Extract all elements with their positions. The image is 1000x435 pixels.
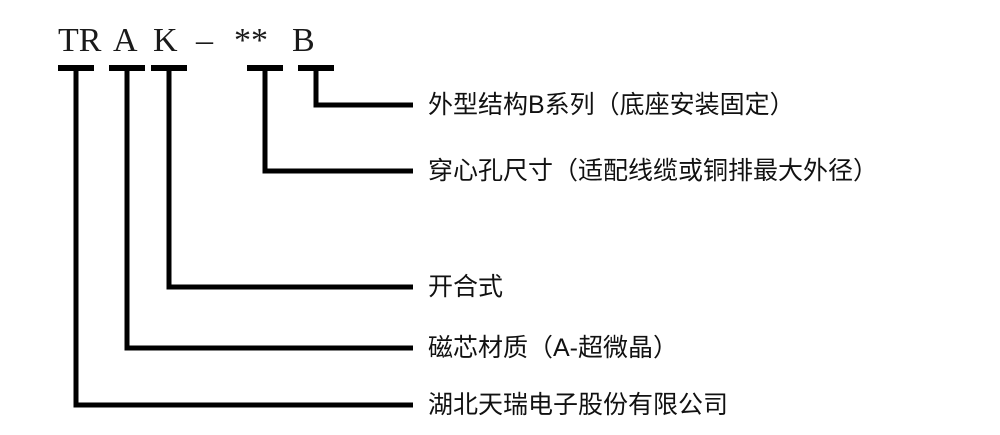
code-segment-seg-tr: TR [58,22,102,59]
callout-leader-callout-company [73,68,413,408]
code-segment-seg-b: B [292,22,315,59]
callout-label-callout-aperture: 穿心孔尺寸（适配线缆或铜排最大外径） [428,157,879,185]
callout-leader-callout-core-material [124,68,413,351]
callout-leader-callout-aperture [262,68,413,174]
callout-label-callout-core-material: 磁芯材质（A-超微晶） [428,334,679,362]
code-segment-seg-a: A [113,22,138,59]
callout-leader-callout-split-core [166,68,413,290]
callout-leader-callout-housing [313,68,413,108]
callout-label-callout-housing: 外型结构B系列（底座安装固定） [428,91,795,119]
code-segment-seg-k: K [153,22,178,59]
callout-label-callout-company: 湖北天瑞电子股份有限公司 [428,391,729,419]
leader-line-group [73,68,413,408]
code-segment-seg-dash: – [196,22,213,59]
callout-label-callout-split-core: 开合式 [428,273,504,301]
code-segment-seg-stars: ** [234,22,268,59]
